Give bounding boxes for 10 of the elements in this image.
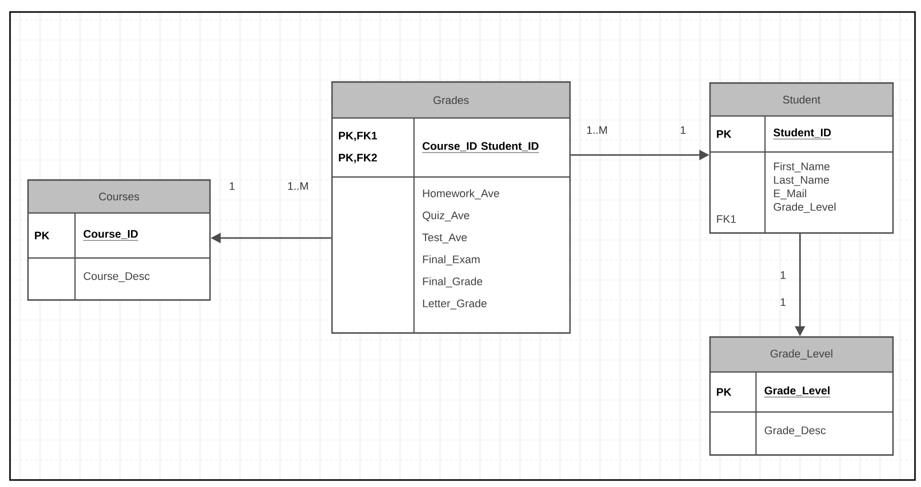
- entity-table: Courses PK Course_ID Course_Desc: [27, 179, 211, 301]
- cardinality-label: 1: [230, 182, 235, 190]
- entity-table: Grades PK,FK1 PK,FK2 Course_ID Student_ID Homework_Ave Quiz_Ave Test_Ave Final_Exam Final_Grade Letter_Grade: [331, 81, 571, 334]
- cardinality-label: 1: [680, 126, 686, 134]
- cardinality-label: 1: [780, 298, 786, 306]
- cardinality-label: 1: [780, 271, 786, 279]
- cardinality-label: 1..M: [587, 126, 607, 134]
- cardinality-label: 1..M: [288, 182, 308, 190]
- entity-table: Grade_Level PK Grade_Level Grade_Desc: [709, 336, 894, 456]
- entity-table: Student PK Student_ID FK1 First_Name Last_Name E_Mail Grade_Level: [709, 82, 894, 234]
